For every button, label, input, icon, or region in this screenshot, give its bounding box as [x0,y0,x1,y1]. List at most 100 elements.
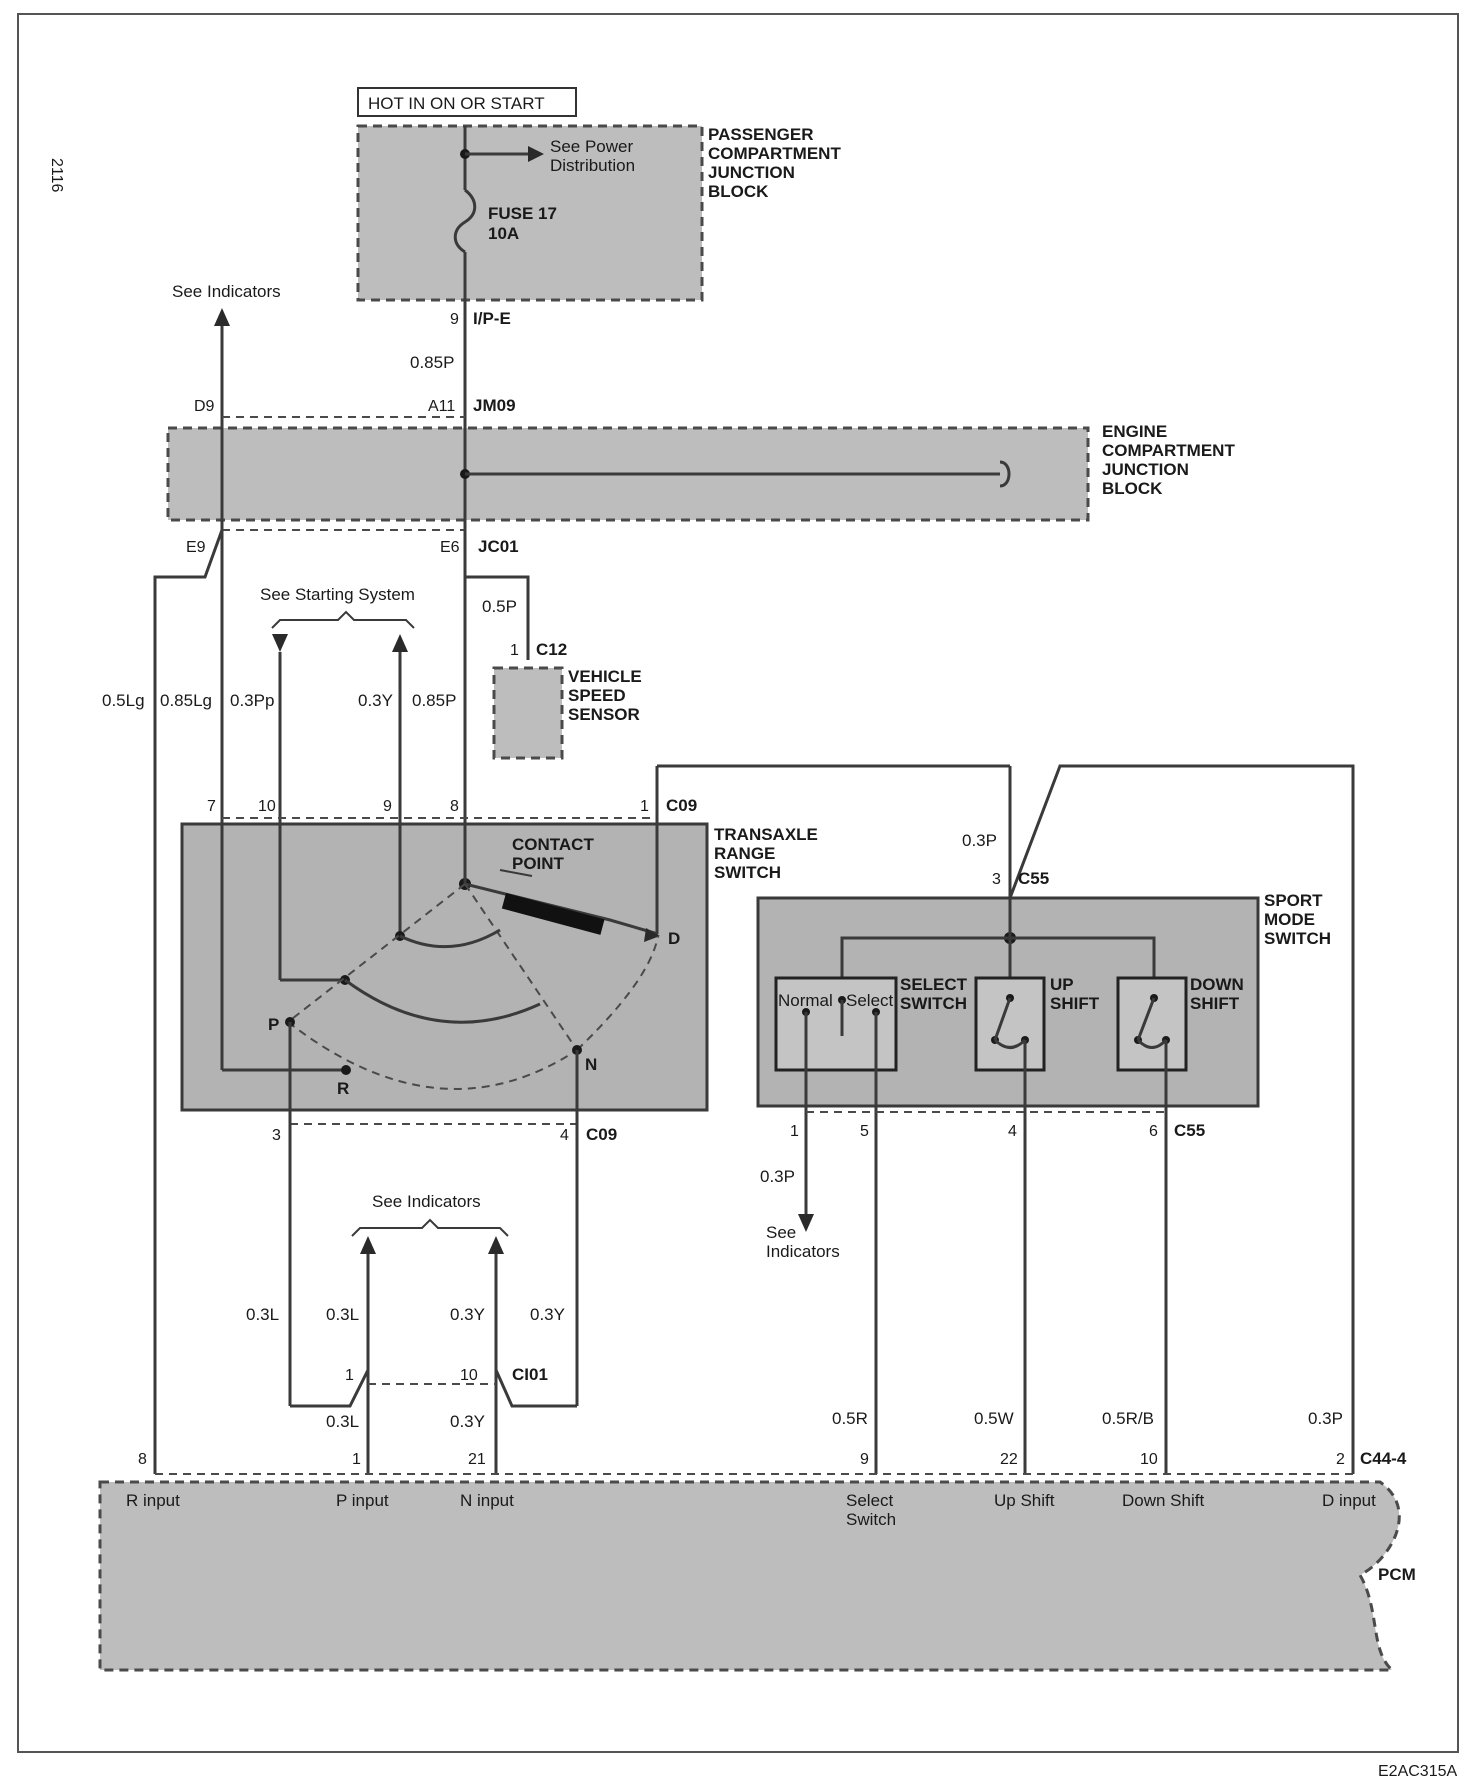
fuse-line-1: FUSE 17 [488,204,557,223]
wire-03l-c: 0.3L [326,1412,359,1431]
wire-03p-c55: 0.3P [962,831,997,850]
wire-085lg: 0.85Lg [160,691,212,710]
pcm-box [98,1480,1401,1672]
contact-point-bar [501,893,605,935]
pcm-pin-22: 22 [1000,1451,1018,1468]
figure-code: E2AC315A [1378,1763,1457,1780]
arrow-down-icon [272,634,288,652]
arrow-up-icon-p [360,1236,376,1254]
jm09-pin-d9: D9 [194,398,215,415]
pcm-select-switch-1: Select [846,1491,894,1510]
trs-position-n: N [585,1055,597,1074]
pcm-title: PCM [1378,1565,1416,1584]
wire-03y: 0.3Y [358,691,393,710]
see-indicators-c55-1: See [766,1223,796,1242]
wire-05w: 0.5W [974,1409,1014,1428]
vss-title-1: VEHICLE [568,667,642,686]
down-shift-title-1: DOWN [1190,975,1244,994]
sport-title-3: SWITCH [1264,929,1331,948]
pcm-n-input: N input [460,1491,514,1510]
pcm-pin-8: 8 [138,1451,147,1468]
vss-title-2: SPEED [568,686,626,705]
engine-block-title-4: BLOCK [1102,479,1163,498]
c09-pin-9: 9 [383,798,392,815]
fuse-icon [453,188,477,254]
pcm-down-shift: Down Shift [1122,1491,1204,1510]
down-shift-title-2: SHIFT [1190,994,1240,1013]
c09-pin-7: 7 [207,798,216,815]
ipe-pin: 9 [450,311,459,328]
see-indicators-top: See Indicators [172,282,281,301]
jm09-connector: JM09 [473,396,516,415]
c55-pin-4: 4 [1008,1123,1017,1140]
page-frame [17,13,1459,1753]
wire-03p-d: 0.3P [1308,1409,1343,1428]
wire-03y-c: 0.3Y [450,1412,485,1431]
pcm-pin-1: 1 [352,1451,361,1468]
pcm-connector: C44-4 [1360,1449,1407,1468]
wire-03y-a: 0.3Y [450,1305,485,1324]
c09-pin-10: 10 [258,798,276,815]
c09-pin-1: 1 [640,798,649,815]
select-switch-title-2: SWITCH [900,994,967,1013]
jc01-pin-e9: E9 [186,539,206,556]
wire-05lg: 0.5Lg [102,691,145,710]
vss-title-3: SENSOR [568,705,640,724]
jm09-pin-a11: A11 [428,398,455,415]
c09-connector-bottom: C09 [586,1125,617,1144]
vehicle-speed-sensor [492,666,564,760]
pcm-up-shift: Up Shift [994,1491,1055,1510]
passenger-block-title-2: COMPARTMENT [708,144,841,163]
up-shift-switch [974,976,1046,1072]
select-normal-label: Normal [778,991,833,1010]
c55-connector-top: C55 [1018,869,1049,888]
up-shift-title-1: UP [1050,975,1074,994]
engine-block-title-2: COMPARTMENT [1102,441,1235,460]
fuse-line-2: 10A [488,224,519,243]
c12-connector: C12 [536,640,567,659]
trs-position-p: P [268,1015,279,1034]
c09-pin-8: 8 [450,798,459,815]
ci01-pin-10: 10 [460,1367,478,1384]
select-switch-title-1: SELECT [900,975,968,994]
pcm-select-switch-2: Switch [846,1510,896,1529]
c55-pin-6: 6 [1149,1123,1158,1140]
sport-title-2: MODE [1264,910,1315,929]
trs-title-2: RANGE [714,844,775,863]
side-mark: 2116 [48,158,65,193]
select-select-label: Select [846,991,894,1010]
c12-pin: 1 [510,642,519,659]
pcm-pin-2: 2 [1336,1451,1345,1468]
contact-point-line-1: CONTACT [512,835,594,854]
contact-point-line-2: POINT [512,854,565,873]
see-power-line-1: See Power [550,137,633,156]
pcm-pin-9: 9 [860,1451,869,1468]
pcm-p-input: P input [336,1491,389,1510]
arrow-d-icon [644,928,660,942]
ipe-connector: I/P-E [473,309,511,328]
jc01-pin-e6: E6 [440,539,460,556]
wire-085p-top: 0.85P [410,353,454,372]
pcm-pin-10: 10 [1140,1451,1158,1468]
c09-connector-top: C09 [666,796,697,815]
see-indicators-mid: See Indicators [372,1192,481,1211]
see-indicators-c55-2: Indicators [766,1242,840,1261]
pcm-pin-21: 21 [468,1451,486,1468]
engine-block-title-1: ENGINE [1102,422,1167,441]
hot-label: HOT IN ON OR START [368,94,545,113]
wire-03pp: 0.3Pp [230,691,274,710]
c55-pin-1: 1 [790,1123,799,1140]
trs-position-r: R [337,1079,349,1098]
c09-pin-4: 4 [560,1127,569,1144]
c55-pin-5: 5 [860,1123,869,1140]
wire-03y-b: 0.3Y [530,1305,565,1324]
c09-pin-3: 3 [272,1127,281,1144]
see-power-line-2: Distribution [550,156,635,175]
c55-connector-bottom: C55 [1174,1121,1205,1140]
sport-title-1: SPORT [1264,891,1323,910]
wire-03l-a: 0.3L [246,1305,279,1324]
arrow-right-icon [528,146,544,162]
arrow-up-icon [214,308,230,326]
wire-085p: 0.85P [412,691,456,710]
